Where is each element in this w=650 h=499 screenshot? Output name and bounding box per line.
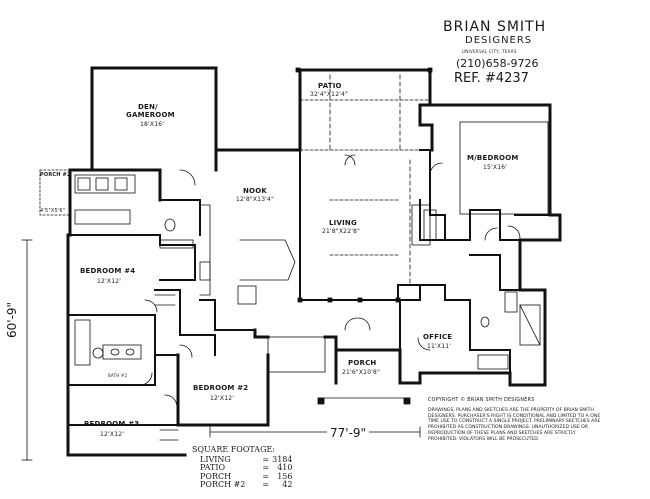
sqft-eq: = xyxy=(262,455,270,464)
room-patio-label: PATIO xyxy=(318,82,342,90)
sqft-row: PORCH = 156 xyxy=(192,471,295,481)
designer-phone: (210)658-9726 xyxy=(456,57,539,70)
room-den-label-2: GAMEROOM xyxy=(126,111,175,119)
room-office-label: OFFICE xyxy=(423,333,453,341)
sqft-value: 156 xyxy=(277,471,293,481)
fixtures xyxy=(21,67,549,461)
room-bedroom4-label: BEDROOM #4 xyxy=(80,267,136,275)
sqft-eq: = xyxy=(262,463,270,473)
overall-depth-dimension: 60'-9" xyxy=(5,301,19,338)
room-bedroom4-dims: 12'X12' xyxy=(97,278,122,285)
room-bedroom3-dims: 12'X12' xyxy=(100,431,125,438)
room-nook-label: NOOK xyxy=(243,187,267,195)
designer-name: BRIAN SMITH xyxy=(443,19,547,35)
sqft-label: PORCH #2 xyxy=(200,480,246,490)
room-living-label: LIVING xyxy=(329,219,357,227)
sqft-row: PORCH #2 = 42 xyxy=(192,480,295,490)
room-living-dims: 21'8"X22'8" xyxy=(322,228,361,235)
sqft-label: LIVING xyxy=(200,455,231,464)
room-porch2-dims: 4'5"X5'6" xyxy=(40,208,66,214)
sqft-value: 3184 xyxy=(272,455,293,464)
sqft-value: 410 xyxy=(277,463,293,473)
room-bedroom3-label: BEDROOM #3 xyxy=(84,420,140,428)
square-footage-table: LIVING = 3184 PATIO = 410 PORCH = 156 PO… xyxy=(192,455,295,490)
sqft-row: PATIO = 410 xyxy=(192,463,295,473)
interior-walls xyxy=(67,149,551,426)
room-master-label: M/BEDROOM xyxy=(467,154,519,162)
overall-width-dimension: 77'-9" xyxy=(327,427,370,439)
room-bedroom2-label: BEDROOM #2 xyxy=(193,384,249,392)
square-footage-heading: SQUARE FOOTAGE: xyxy=(192,445,275,454)
plan-reference: REF. #4237 xyxy=(454,71,529,86)
room-porch2-label: PORCH #2 xyxy=(40,172,71,178)
room-bath2-label: BATH #2 xyxy=(108,373,128,378)
designer-subtitle: DESIGNERS xyxy=(465,35,533,46)
room-bedroom2-dims: 12'X12' xyxy=(210,395,235,402)
room-porch-dims: 21'6"X10'8" xyxy=(342,369,381,376)
room-office-dims: 11'X11' xyxy=(427,343,452,350)
room-den-dims: 18'X16' xyxy=(140,121,165,128)
room-master-dims: 15'X16' xyxy=(483,164,508,171)
designer-location: UNIVERSAL CITY, TEXAS xyxy=(462,49,517,54)
room-nook-dims: 12'8"X13'4" xyxy=(236,196,275,203)
room-den-label: DEN/ xyxy=(138,103,158,111)
sqft-label: PORCH xyxy=(200,471,232,481)
square-footage-block: SQUARE FOOTAGE: LIVING = 3184 PATIO = 41… xyxy=(192,446,295,490)
sqft-row: LIVING = 3184 xyxy=(192,455,295,464)
room-porch-label: PORCH xyxy=(348,359,377,367)
sqft-label: PATIO xyxy=(200,463,226,473)
disclaimer-text: DRAWINGS, PLANS AND SKETCHES ARE THE PRO… xyxy=(428,408,601,442)
room-patio-dims: 32'4"X12'4" xyxy=(310,91,349,98)
sqft-value: 42 xyxy=(282,480,293,490)
sqft-eq: = xyxy=(262,480,270,490)
sqft-eq: = xyxy=(262,471,270,481)
copyright-note: COPYRIGHT © BRIAN SMITH DESIGNERS xyxy=(428,398,535,403)
